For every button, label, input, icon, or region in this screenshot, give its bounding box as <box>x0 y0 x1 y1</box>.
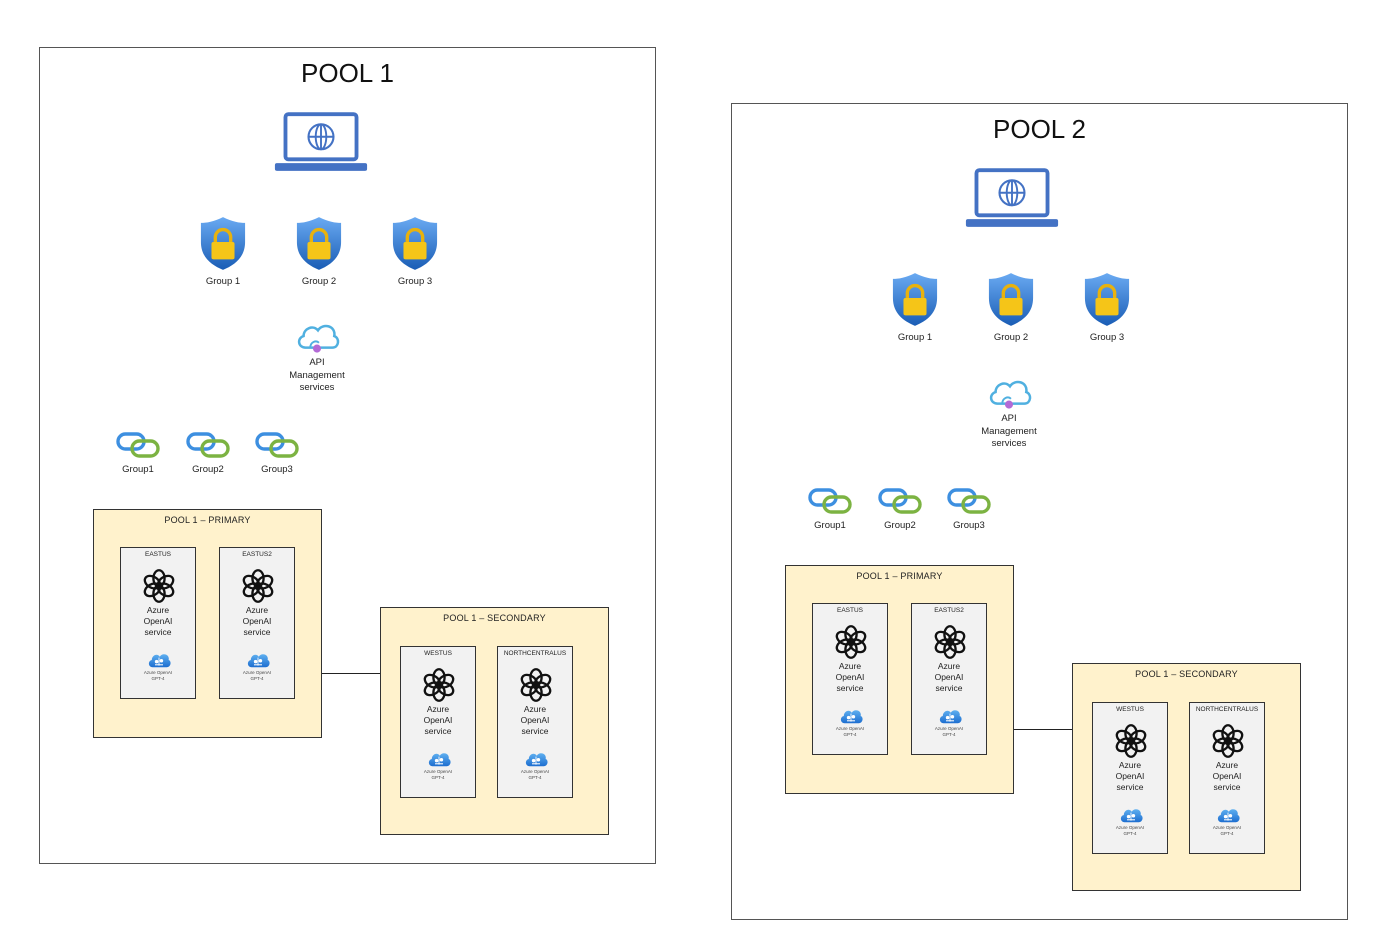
openai-logo-icon <box>240 568 276 604</box>
service-label: Azure OpenAI service <box>520 704 550 736</box>
shield-lock-icon <box>199 215 247 271</box>
region-eastus2: EASTUS2 Azure OpenAI service Azure OpenA… <box>911 603 987 755</box>
region-eastus2: EASTUS2 Azure OpenAI service Azure OpenA… <box>219 547 295 699</box>
model-label: Azure OpenAI GPT-4 <box>1115 825 1145 836</box>
api-management-cloud-icon <box>294 318 340 358</box>
chain-link-icon <box>116 431 160 459</box>
pool-2: POOL 2 Group 1 Group 2 Group 3 API Manag… <box>731 103 1348 920</box>
region-name: NORTHCENTRALUS <box>503 650 567 657</box>
shield-lock-icon <box>891 271 939 327</box>
group-label: Group 2 <box>993 332 1029 343</box>
group-label: Group 1 <box>897 332 933 343</box>
link-label: Group2 <box>884 520 916 531</box>
shield-lock-icon <box>391 215 439 271</box>
link-label: Group2 <box>192 464 224 475</box>
link-label: Group1 <box>814 520 846 531</box>
azure-openai-cloud-icon <box>938 707 962 725</box>
link-label: Group1 <box>122 464 154 475</box>
region-westus: WESTUS Azure OpenAI service Azure OpenAI… <box>1092 702 1168 854</box>
model-label: Azure OpenAI GPT-4 <box>934 726 964 737</box>
openai-logo-icon <box>1210 723 1246 759</box>
shield-lock-icon <box>295 215 343 271</box>
region-eastus: EASTUS Azure OpenAI service Azure OpenAI… <box>120 547 196 699</box>
model-label: Azure OpenAI GPT-4 <box>423 769 453 780</box>
openai-logo-icon <box>932 624 968 660</box>
primary-pool-box: POOL 1 – PRIMARY EASTUS Azure OpenAI ser… <box>93 509 322 738</box>
primary-secondary-connector <box>1014 729 1072 730</box>
azure-openai-cloud-icon <box>1216 806 1240 824</box>
service-label: Azure OpenAI service <box>242 605 272 637</box>
region-name: EASTUS <box>144 551 171 558</box>
service-label: Azure OpenAI service <box>934 661 964 693</box>
openai-logo-icon <box>421 667 457 703</box>
model-label: Azure OpenAI GPT-4 <box>1212 825 1242 836</box>
azure-openai-cloud-icon <box>427 750 451 768</box>
azure-openai-cloud-icon <box>147 651 171 669</box>
secondary-pool-title: POOL 1 – SECONDARY <box>1135 669 1238 679</box>
openai-logo-icon <box>518 667 554 703</box>
link-label: Group3 <box>261 464 293 475</box>
chain-link-icon <box>808 487 852 515</box>
region-name: EASTUS2 <box>242 551 272 558</box>
region-name: NORTHCENTRALUS <box>1195 706 1259 713</box>
azure-openai-cloud-icon <box>246 651 270 669</box>
primary-pool-title: POOL 1 – PRIMARY <box>164 515 251 525</box>
azure-openai-cloud-icon <box>524 750 548 768</box>
openai-logo-icon <box>141 568 177 604</box>
azure-openai-cloud-icon <box>1119 806 1143 824</box>
apim-label: API Management services <box>981 413 1037 449</box>
primary-pool-title: POOL 1 – PRIMARY <box>856 571 943 581</box>
model-label: Azure OpenAI GPT-4 <box>520 769 550 780</box>
chain-link-icon <box>947 487 991 515</box>
region-name: WESTUS <box>424 650 452 657</box>
api-management-cloud-icon <box>986 374 1032 414</box>
secondary-pool-box: POOL 1 – SECONDARY WESTUS Azure OpenAI s… <box>1072 663 1301 891</box>
model-label: Azure OpenAI GPT-4 <box>242 670 272 681</box>
service-label: Azure OpenAI service <box>423 704 453 736</box>
secondary-pool-title: POOL 1 – SECONDARY <box>443 613 546 623</box>
group-label: Group 3 <box>1089 332 1125 343</box>
model-label: Azure OpenAI GPT-4 <box>835 726 865 737</box>
region-name: EASTUS <box>836 607 863 614</box>
chain-link-icon <box>255 431 299 459</box>
pool-1: POOL 1 Group 1 Group 2 Group 3 API Manag… <box>39 47 656 864</box>
openai-logo-icon <box>1113 723 1149 759</box>
pool-title: POOL 2 <box>993 114 1086 144</box>
shield-lock-icon <box>1083 271 1131 327</box>
region-eastus: EASTUS Azure OpenAI service Azure OpenAI… <box>812 603 888 755</box>
model-label: Azure OpenAI GPT-4 <box>143 670 173 681</box>
apim-label: API Management services <box>289 357 345 393</box>
laptop-globe-icon <box>964 168 1060 230</box>
group-label: Group 2 <box>301 276 337 287</box>
region-northcentralus: NORTHCENTRALUS Azure OpenAI service Azur… <box>1189 702 1265 854</box>
pool-title: POOL 1 <box>301 58 394 88</box>
region-westus: WESTUS Azure OpenAI service Azure OpenAI… <box>400 646 476 798</box>
group-label: Group 1 <box>205 276 241 287</box>
chain-link-icon <box>878 487 922 515</box>
primary-secondary-connector <box>322 673 380 674</box>
service-label: Azure OpenAI service <box>835 661 865 693</box>
secondary-pool-box: POOL 1 – SECONDARY WESTUS Azure OpenAI s… <box>380 607 609 835</box>
service-label: Azure OpenAI service <box>1212 760 1242 792</box>
service-label: Azure OpenAI service <box>1115 760 1145 792</box>
group-label: Group 3 <box>397 276 433 287</box>
region-northcentralus: NORTHCENTRALUS Azure OpenAI service Azur… <box>497 646 573 798</box>
link-label: Group3 <box>953 520 985 531</box>
service-label: Azure OpenAI service <box>143 605 173 637</box>
openai-logo-icon <box>833 624 869 660</box>
primary-pool-box: POOL 1 – PRIMARY EASTUS Azure OpenAI ser… <box>785 565 1014 794</box>
shield-lock-icon <box>987 271 1035 327</box>
azure-openai-cloud-icon <box>839 707 863 725</box>
region-name: WESTUS <box>1116 706 1144 713</box>
region-name: EASTUS2 <box>934 607 964 614</box>
laptop-globe-icon <box>273 112 369 174</box>
chain-link-icon <box>186 431 230 459</box>
